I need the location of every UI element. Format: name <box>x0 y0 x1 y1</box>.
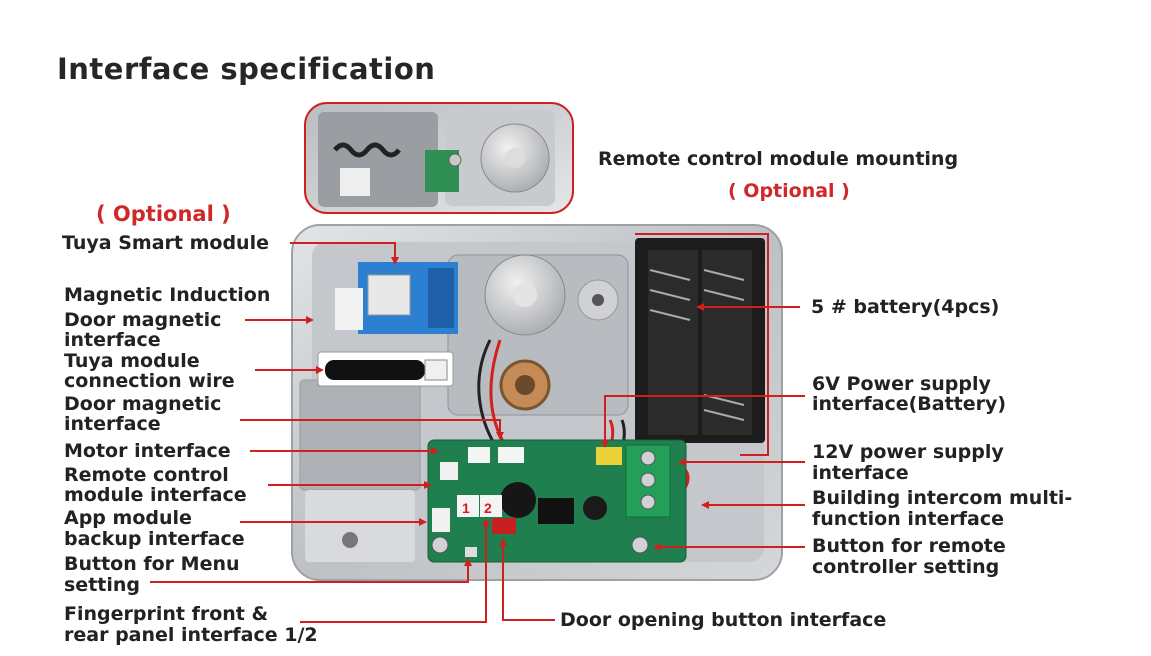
leader-door-opening <box>499 538 555 621</box>
remote-button-line2: controller setting <box>812 556 1000 578</box>
tuya-wire-line2: connection wire <box>64 370 235 392</box>
control-board: 1 2 <box>427 439 687 563</box>
leader-door-magnetic <box>240 419 504 440</box>
door-magnetic-2-line1: Door magnetic <box>64 393 222 415</box>
power-6v-line2: interface(Battery) <box>812 393 1007 415</box>
leader-battery-box <box>635 233 769 456</box>
door-opening-button-label: Door opening button interface <box>560 609 887 631</box>
power-12v-line2: interface <box>812 462 909 484</box>
app-module-line2: backup interface <box>64 528 245 550</box>
intercom-line1: Building intercom multi- <box>812 487 1073 509</box>
door-magnetic-2-line2: interface <box>64 413 161 435</box>
remote-module-photo <box>304 102 574 214</box>
menu-button-line1: Button for Menu <box>64 553 240 575</box>
tuya-optional: ( Optional ) <box>96 202 231 226</box>
remote-mount-optional: ( Optional ) <box>728 180 850 202</box>
port-2-mark: 2 <box>484 500 492 516</box>
fingerprint-line1: Fingerprint front & <box>64 603 269 625</box>
port-1-mark: 1 <box>462 500 470 516</box>
tuya-label: Tuya Smart module <box>62 232 269 254</box>
remote-module-line2: module interface <box>64 484 247 506</box>
magnetic-induction-label: Magnetic Induction <box>64 284 271 306</box>
fingerprint-line2: rear panel interface 1/2 <box>64 624 318 646</box>
leader-6v <box>601 395 805 448</box>
intercom-line2: function interface <box>812 508 1004 530</box>
motor-interface-label: Motor interface <box>64 440 231 462</box>
page-title: Interface specification <box>57 52 436 86</box>
remote-module-line1: Remote control <box>64 464 229 486</box>
leader-menu-button <box>150 558 472 583</box>
leader-tuya <box>290 242 399 265</box>
menu-button-line2: setting <box>64 574 140 596</box>
leader-lines <box>150 233 805 623</box>
lock-case <box>291 224 783 581</box>
power-6v-line1: 6V Power supply <box>812 373 991 395</box>
app-module-line1: App module <box>64 507 192 529</box>
battery-label: 5 # battery(4pcs) <box>811 296 1000 318</box>
power-12v-line1: 12V power supply <box>812 441 1004 463</box>
leader-fingerprint <box>300 518 490 623</box>
remote-button-line1: Button for remote <box>812 535 1006 557</box>
door-magnetic-1-line2: interface <box>64 329 161 351</box>
remote-mount-label: Remote control module mounting <box>598 148 959 170</box>
tuya-wire-line1: Tuya module <box>64 350 200 372</box>
door-magnetic-1-line1: Door magnetic <box>64 309 222 331</box>
